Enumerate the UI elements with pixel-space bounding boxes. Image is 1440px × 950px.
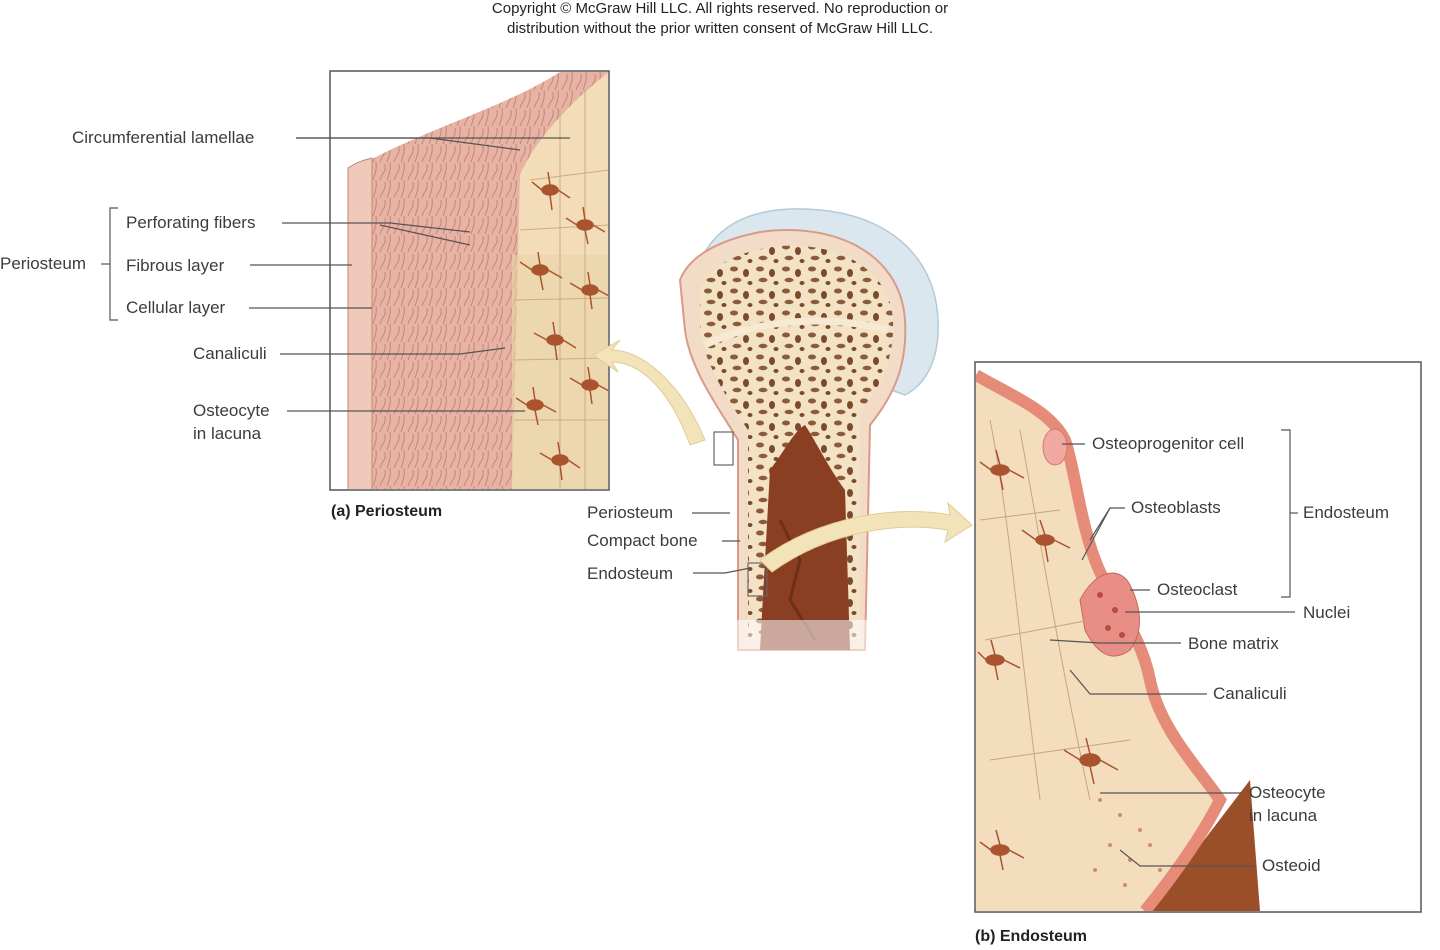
arrow-to-endosteum-panel: [759, 501, 973, 573]
label-osteocyte-b-line1: Osteocyte: [1249, 783, 1326, 802]
arrow-to-periosteum-panel: [592, 339, 706, 446]
epiphyseal-line: [703, 317, 889, 349]
label-bone-matrix: Bone matrix: [1188, 634, 1279, 653]
panel-a-leader-lines: [101, 137, 570, 412]
label-center-periosteum: Periosteum: [587, 503, 673, 522]
label-osteoprogenitor-cell: Osteoprogenitor cell: [1092, 434, 1245, 453]
copyright-line-2: distribution without the prior written c…: [506, 20, 933, 37]
cellular-layer-illustration: [347, 157, 373, 489]
label-osteocyte-a-line2: in lacuna: [193, 424, 262, 443]
label-periosteum-group: Periosteum: [0, 254, 86, 273]
label-osteoblasts: Osteoblasts: [1131, 498, 1221, 517]
endosteum-locator-box: [747, 562, 768, 597]
label-circumferential-lamellae: Circumferential lamellae: [72, 128, 255, 147]
osteoid-illustration: [1093, 798, 1162, 887]
osteocytes-panel-b: [977, 449, 1119, 871]
label-osteoclast: Osteoclast: [1157, 580, 1238, 599]
copyright-line-1: Copyright © McGraw Hill LLC. All rights …: [491, 0, 949, 17]
center-leader-lines: [692, 512, 751, 574]
caption-periosteum-panel: (a) Periosteum: [331, 503, 443, 520]
label-center-endosteum: Endosteum: [587, 564, 673, 583]
osteoprogenitor-cell-illustration: [1042, 428, 1068, 466]
periosteum-locator-box: [713, 431, 734, 466]
label-center-compact-bone: Compact bone: [587, 531, 698, 550]
osteocytes-panel-a: [515, 171, 608, 481]
periosteum-panel: [329, 70, 610, 491]
panel-b-leader-lines: [1049, 429, 1298, 867]
label-osteocyte-b-line2: in lacuna: [1249, 806, 1318, 825]
label-osteocyte-a-line1: Osteocyte: [193, 401, 270, 420]
label-canaliculi-b: Canaliculi: [1213, 684, 1287, 703]
long-bone-illustration: [670, 208, 939, 660]
label-nuclei: Nuclei: [1303, 603, 1351, 622]
label-endosteum-group: Endosteum: [1303, 503, 1389, 522]
label-cellular-layer: Cellular layer: [126, 298, 226, 317]
label-osteoid: Osteoid: [1262, 856, 1321, 875]
caption-endosteum-panel: (b) Endosteum: [975, 928, 1087, 945]
label-fibrous-layer: Fibrous layer: [126, 256, 225, 275]
label-perforating-fibers: Perforating fibers: [126, 213, 256, 232]
label-canaliculi-a: Canaliculi: [193, 344, 267, 363]
